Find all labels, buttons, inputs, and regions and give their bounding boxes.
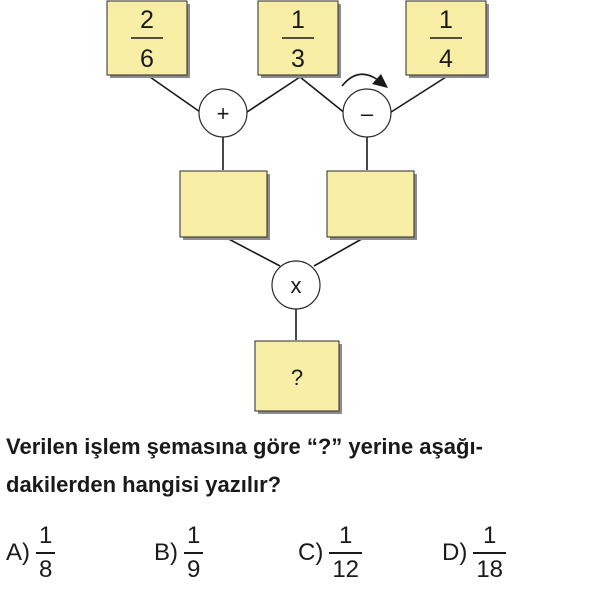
option-b-denominator: 9 [187,555,201,583]
option-d-letter: D) [442,539,468,566]
option-c[interactable]: C) 1 12 [298,515,363,591]
top-box-2-numerator: 1 [291,6,305,34]
curved-arrow-icon [341,73,388,88]
top-box-1-denominator: 6 [140,45,154,73]
top-box-2: 1 3 [257,0,341,78]
top-box-1: 2 6 [106,0,190,78]
option-b-numerator: 1 [187,522,201,550]
option-d-numerator: 1 [483,522,497,550]
minus-operator: – [342,88,392,138]
top-box-3-numerator: 1 [439,6,453,34]
option-a-fraction: 1 8 [36,521,56,585]
option-d[interactable]: D) 1 18 [442,515,507,591]
option-a-denominator: 8 [39,555,53,583]
option-c-numerator: 1 [339,522,353,550]
option-b-letter: B) [154,539,178,566]
top-box-3-denominator: 4 [439,45,453,73]
question-line-1: Verilen işlem şemasına göre “?” yerine a… [6,434,483,459]
option-d-denominator: 18 [476,555,504,583]
top-box-1-numerator: 2 [140,6,154,34]
question-line-2: dakilerden hangisi yazılır? [6,472,282,497]
result-box: ? [254,340,342,414]
times-operator: x [271,260,321,310]
top-box-2-denominator: 3 [291,45,305,73]
option-a[interactable]: A) 1 8 [6,515,56,591]
line-box2-to-plus [243,76,301,115]
operation-diagram: 2 6 1 3 1 4 + – x [106,0,489,414]
option-c-fraction: 1 12 [329,521,363,585]
question-text: Verilen işlem şemasına göre “?” yerine a… [6,428,596,504]
times-icon: x [291,273,302,298]
connector-lines [149,76,447,340]
plus-operator: + [198,88,248,138]
line-box3-to-minus [387,76,447,115]
option-a-numerator: 1 [39,522,53,550]
top-box-3: 1 4 [405,0,489,78]
minus-icon: – [361,101,374,126]
middle-box-left [179,170,270,240]
option-c-letter: C) [298,539,324,566]
middle-box-right [326,170,417,240]
line-box1-to-plus [149,76,204,115]
option-b[interactable]: B) 1 9 [154,515,204,591]
line-box2-to-minus [299,76,347,115]
option-b-fraction: 1 9 [184,521,204,585]
answer-options: A) 1 8 B) 1 9 C) 1 12 D) 1 18 [0,515,598,591]
option-a-letter: A) [6,539,30,566]
option-c-denominator: 12 [332,555,360,583]
line-right-box-to-times [313,235,368,267]
line-left-box-to-times [222,235,281,267]
plus-icon: + [217,101,230,126]
option-d-fraction: 1 18 [473,521,507,585]
result-question-mark: ? [291,365,303,390]
